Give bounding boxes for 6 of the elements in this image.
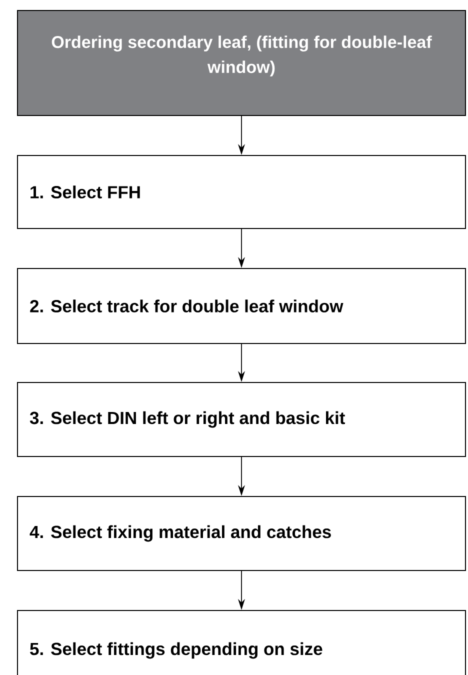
step-box: 5. Select fittings depending on size (17, 610, 466, 675)
header-box: Ordering secondary leaf, (fitting for double-leaf window) (17, 10, 466, 116)
step-box: 4. Select fixing material and catches (17, 496, 466, 571)
step-box: 3. Select DIN left or right and basic kit (17, 382, 466, 457)
step-box: 2. Select track for double leaf window (17, 268, 466, 344)
step-box: 1. Select FFH (17, 155, 466, 229)
